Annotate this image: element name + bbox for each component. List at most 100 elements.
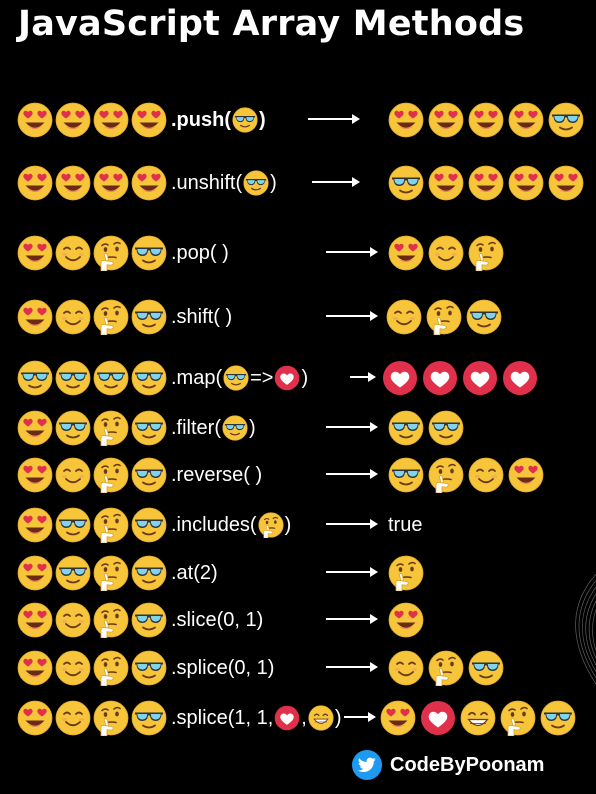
sunglasses-emoji-icon <box>388 165 424 201</box>
input-array <box>17 410 169 446</box>
sunglasses-emoji-icon <box>131 410 167 446</box>
thinking-emoji-icon <box>500 700 536 736</box>
method-text: .slice(0, 1) <box>171 608 264 631</box>
heart-eyes-emoji-icon <box>17 602 53 638</box>
heart-eyes-emoji-icon <box>548 165 584 201</box>
sunglasses-emoji-icon <box>131 457 167 493</box>
result <box>388 410 468 446</box>
sunglasses-emoji-icon <box>232 107 258 133</box>
thinking-emoji-icon <box>93 555 129 591</box>
heart-eyes-emoji-icon <box>508 165 544 201</box>
output-array <box>388 235 508 271</box>
thinking-emoji-icon <box>93 299 129 335</box>
method-text: .splice(0, 1) <box>171 656 275 679</box>
smiling-emoji-icon <box>55 650 91 686</box>
method-expression: .push() <box>17 102 266 138</box>
sunglasses-emoji-icon <box>131 700 167 736</box>
red-heart-emoji-icon <box>274 705 300 731</box>
red-heart-emoji-icon <box>463 361 497 395</box>
input-array <box>17 555 169 591</box>
smiling-emoji-icon <box>386 299 422 335</box>
method-text: ) <box>301 366 309 389</box>
output-array <box>382 360 542 396</box>
heart-eyes-emoji-icon <box>17 235 53 271</box>
result <box>388 602 428 638</box>
thinking-emoji-icon <box>93 507 129 543</box>
input-array <box>17 235 169 271</box>
right-arrow-icon <box>326 311 378 321</box>
method-call: .includes() <box>171 512 291 538</box>
method-call: .splice(1, 1,,) <box>171 705 342 731</box>
input-array <box>17 299 169 335</box>
right-arrow-icon <box>312 177 360 187</box>
sunglasses-emoji-icon <box>17 360 53 396</box>
method-expression: .includes() <box>17 507 291 543</box>
sunglasses-emoji-icon <box>222 415 248 441</box>
heart-eyes-emoji-icon <box>17 555 53 591</box>
heart-eyes-emoji-icon <box>131 102 167 138</box>
input-array <box>17 457 169 493</box>
output-array <box>386 299 506 335</box>
sunglasses-emoji-icon <box>93 360 129 396</box>
sunglasses-emoji-icon <box>131 360 167 396</box>
thinking-emoji-icon <box>468 235 504 271</box>
method-text: .map( <box>171 366 223 389</box>
result <box>388 555 428 591</box>
thinking-emoji-icon <box>258 512 284 538</box>
output-array <box>388 457 548 493</box>
grinning-emoji-icon <box>460 700 496 736</box>
heart-eyes-emoji-icon <box>17 102 53 138</box>
method-text: , <box>301 706 307 729</box>
red-heart-emoji-icon <box>423 361 457 395</box>
method-row: .reverse( ) <box>0 455 596 495</box>
input-array <box>17 102 169 138</box>
method-expression: .splice(1, 1,,) <box>17 700 342 736</box>
sunglasses-emoji-icon <box>468 650 504 686</box>
method-call: .splice(0, 1) <box>171 657 274 680</box>
output-array <box>380 700 580 736</box>
right-arrow-icon <box>326 469 378 479</box>
method-text: .pop( ) <box>171 241 229 264</box>
red-heart-emoji-icon <box>275 365 300 391</box>
input-array <box>17 360 169 396</box>
sunglasses-emoji-icon <box>131 299 167 335</box>
heart-eyes-emoji-icon <box>17 299 53 335</box>
result <box>382 360 542 396</box>
method-row: .push() <box>0 100 596 140</box>
method-call: .push() <box>171 107 266 133</box>
thinking-emoji-icon <box>428 457 464 493</box>
right-arrow-icon <box>350 372 376 382</box>
method-row: .splice(0, 1) <box>0 648 596 688</box>
method-text: .push( <box>171 108 231 131</box>
method-text: => <box>250 366 274 389</box>
right-arrow-icon <box>326 567 378 577</box>
sunglasses-emoji-icon <box>466 299 502 335</box>
sunglasses-emoji-icon <box>388 410 424 446</box>
thinking-emoji-icon <box>93 700 129 736</box>
thinking-emoji-icon <box>93 650 129 686</box>
thinking-emoji-icon <box>93 457 129 493</box>
red-heart-emoji-icon <box>421 701 455 735</box>
method-row: .splice(1, 1,,) <box>0 698 596 738</box>
heart-eyes-emoji-icon <box>17 650 53 686</box>
heart-eyes-emoji-icon <box>55 165 91 201</box>
method-expression: .at(2) <box>17 555 218 591</box>
method-call: .unshift() <box>171 170 277 196</box>
right-arrow-icon <box>326 247 378 257</box>
grinning-emoji-icon <box>308 705 334 731</box>
smiling-emoji-icon <box>388 650 424 686</box>
output-array <box>388 555 428 591</box>
method-call: .slice(0, 1) <box>171 609 263 632</box>
decorative-wave-lines <box>575 573 596 685</box>
method-row: .at(2) <box>0 553 596 593</box>
heart-eyes-emoji-icon <box>17 507 53 543</box>
heart-eyes-emoji-icon <box>17 165 53 201</box>
twitter-bird-icon <box>352 750 382 780</box>
result-text: true <box>388 513 423 536</box>
heart-eyes-emoji-icon <box>508 102 544 138</box>
right-arrow-icon <box>308 114 360 124</box>
method-text: .at(2) <box>171 561 218 584</box>
result <box>386 299 506 335</box>
sunglasses-emoji-icon <box>55 507 91 543</box>
method-expression: .map( =>) <box>17 360 308 396</box>
